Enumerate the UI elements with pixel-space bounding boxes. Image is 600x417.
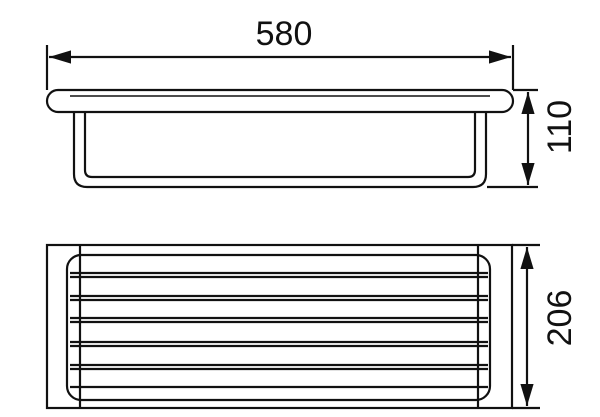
- top-view: [45, 243, 540, 410]
- slat: [70, 271, 488, 279]
- shelf-top-slab: [45, 88, 515, 114]
- tray-slats: [70, 271, 488, 389]
- basket-outer-frame: [72, 112, 488, 189]
- depth-dimension-label: 206: [541, 290, 579, 347]
- tray-outer-frame: [45, 243, 514, 410]
- slat: [70, 316, 488, 324]
- basket-inner-frame: [83, 112, 477, 179]
- front-view: [45, 45, 538, 189]
- slat: [70, 363, 488, 371]
- width-dimension-label: 580: [256, 15, 313, 53]
- slat: [70, 294, 488, 302]
- slat: [70, 340, 488, 348]
- tray-inner-frame: [65, 253, 492, 402]
- height-dimension-label: 110: [541, 100, 579, 154]
